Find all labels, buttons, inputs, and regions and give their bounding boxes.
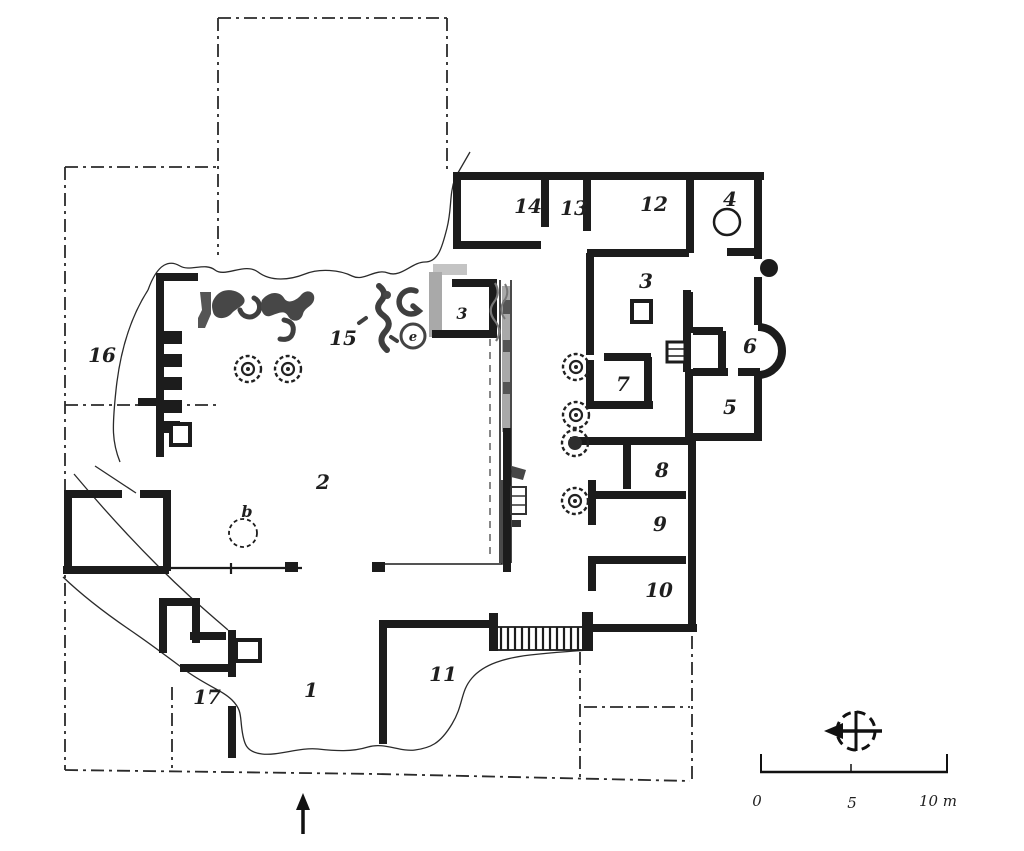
- basin-feature: [234, 638, 262, 663]
- room-label-14: 14: [514, 194, 542, 218]
- column-base: [372, 562, 385, 572]
- feature-squares: [169, 299, 687, 663]
- lettered-mill-circle: [399, 322, 427, 350]
- impluvium-base: [630, 299, 653, 324]
- scale-bar: 0 5 10 m: [752, 754, 957, 812]
- stair-steps: [160, 331, 182, 433]
- room-label-1: 1: [304, 678, 318, 702]
- room-label-13: 13: [560, 196, 588, 220]
- feature-label-e: e: [409, 330, 417, 345]
- mill: [561, 400, 591, 430]
- column-base: [285, 562, 298, 572]
- room-label-6: 6: [743, 334, 757, 358]
- east-wall-features: [510, 466, 527, 527]
- north-arrow: [296, 793, 310, 834]
- mill: [273, 354, 303, 384]
- scale-label-0: 0: [752, 792, 762, 810]
- mill: [561, 352, 591, 382]
- mill: [233, 354, 263, 384]
- gray-step-fragment: [198, 292, 211, 328]
- portico-lines: [170, 280, 512, 574]
- excavation-edge-curves: [62, 151, 589, 755]
- scale-label-10: 10 m: [919, 792, 957, 810]
- feature-label-oven: 3: [456, 304, 467, 323]
- room-label-7: 7: [616, 372, 630, 396]
- room-label-15: 15: [329, 326, 357, 350]
- room-label-12: 12: [640, 192, 668, 216]
- mill: [560, 486, 590, 516]
- boundary-dashed-lines: [64, 17, 693, 782]
- threshold-hatch: [489, 612, 593, 651]
- room-label-8: 8: [654, 458, 669, 482]
- mill-circles: [233, 322, 591, 516]
- room-label-3: 3: [639, 269, 653, 293]
- feature-labels: 3 b e: [241, 304, 467, 521]
- room-label-16: 16: [88, 343, 116, 367]
- walls-layer: [63, 172, 786, 758]
- wall-cupboard: [665, 340, 687, 364]
- cistern-head: [169, 422, 192, 447]
- gray-shading: [198, 264, 510, 432]
- room-label-17: 17: [193, 685, 221, 709]
- room-label-9: 9: [653, 512, 667, 536]
- room-label-2: 2: [315, 470, 330, 494]
- room-label-10: 10: [645, 578, 673, 602]
- room-label-4: 4: [723, 187, 737, 211]
- debris-blobs: [212, 282, 509, 353]
- room-label-11: 11: [429, 662, 457, 686]
- compass-rose: [824, 710, 882, 752]
- door-pivot-knob: [760, 259, 778, 277]
- feature-label-b: b: [241, 502, 252, 521]
- scale-label-5: 5: [847, 794, 857, 812]
- room-6-apse: [757, 323, 786, 379]
- room-4-circle: [712, 207, 742, 237]
- room-label-5: 5: [723, 395, 737, 419]
- room-labels: 1 2 3 4 5 6 7 8 9 10 11 12 13 14 15 16 1…: [88, 187, 757, 709]
- basin-b-circle: [228, 518, 258, 548]
- mill-filled: [560, 428, 590, 458]
